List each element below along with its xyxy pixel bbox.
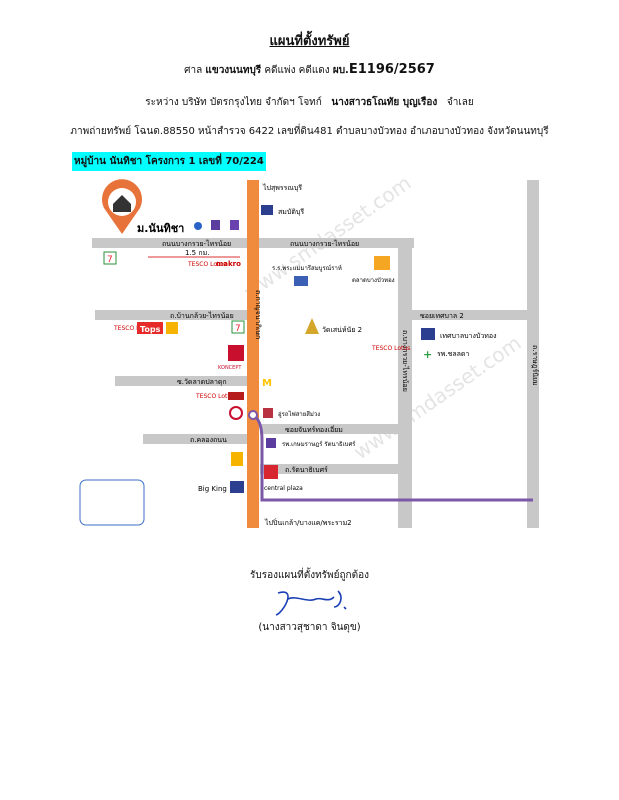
central-icon bbox=[264, 465, 278, 479]
road-soi-thesaban bbox=[412, 310, 530, 320]
konzept-logo: KONCEPT bbox=[218, 365, 242, 371]
poi-office: เทศบาลบางบัวทอง bbox=[440, 332, 497, 340]
signature-image bbox=[275, 590, 347, 616]
station-icon bbox=[248, 410, 258, 420]
distance-label: 1.5 กม. bbox=[185, 249, 209, 257]
poi-hospital: รพ.เกษมราษฎร์ รัตนาธิเบศร์ bbox=[282, 440, 356, 448]
makro-logo: makro bbox=[216, 260, 241, 268]
road-jantong bbox=[260, 424, 410, 434]
label-to-bangyai: ไปปิ่นเกล้า/บางแค/พระราม2 bbox=[264, 518, 352, 527]
mcdonalds-icon: M bbox=[262, 378, 272, 389]
school-icon bbox=[294, 276, 308, 286]
road-kanchanaphisek bbox=[247, 180, 259, 528]
tesco-logo-4: TESCO Lotus bbox=[195, 393, 234, 400]
parties-line: ระหว่าง บริษัท บัตรกรุงไทย จำกัดฯ โจทก์ … bbox=[0, 95, 619, 110]
poi-hospital-mhp: รพ.ชลลดา bbox=[437, 350, 469, 358]
land-number: 481 bbox=[313, 126, 333, 137]
plaintiff-text: ระหว่าง บริษัท บัตรกรุงไทย จำกัดฯ โจทก์ bbox=[145, 97, 322, 108]
hospital-cross-icon: + bbox=[423, 348, 432, 361]
poi-school: ร.ร.พระแม่มารีสมบูรณ์ราห์ bbox=[272, 264, 342, 272]
tops-logo-box bbox=[137, 322, 163, 334]
empty-box bbox=[79, 479, 145, 526]
court-prefix: ศาล bbox=[184, 65, 203, 76]
court-line: ศาล แขวงนนทบุรี คดีแพ่ง คดีแดง ผบ.E1196/… bbox=[0, 62, 619, 78]
seven-eleven-icon-2 bbox=[231, 320, 245, 334]
bank-building-icon bbox=[261, 205, 273, 215]
page-title: แผนที่ตั้งทรัพย์ bbox=[269, 34, 350, 49]
label-jantong: ซอยจันทร์ทองเอี่ยม bbox=[285, 425, 343, 434]
tesco-logo-2: TESCO Lotus bbox=[113, 325, 152, 332]
road-bangkluay bbox=[95, 310, 255, 320]
road-rattanathibet-gray bbox=[260, 464, 410, 474]
poi-bank: สมบัติบุรี bbox=[278, 208, 304, 216]
land-prefix: เลขที่ดิน bbox=[274, 126, 314, 137]
bigc-icon-2 bbox=[231, 452, 243, 466]
depot-icon bbox=[263, 408, 273, 418]
tesco-logo-1: TESCO Lotus bbox=[187, 261, 226, 268]
tops-logo: Tops bbox=[140, 325, 161, 334]
house-icon bbox=[113, 195, 131, 212]
label-to-suphan: ไปสุพรรณบุรี bbox=[262, 183, 302, 192]
bigking-icon bbox=[230, 481, 244, 493]
ptt-icon bbox=[194, 222, 202, 230]
target-label: ม.นันทิชา bbox=[137, 222, 184, 235]
label-bangkruai-vertical: ถ.บางกรวย-ไทรน้อย bbox=[401, 330, 410, 392]
certify-text: รับรองแผนที่ตั้งทรัพย์ถูกต้อง bbox=[250, 570, 369, 581]
seven-eleven-label-2: 7 bbox=[235, 324, 241, 334]
road-talad bbox=[115, 376, 255, 386]
bank-icon bbox=[211, 220, 220, 230]
label-klong: ถ.คลองถนน bbox=[190, 436, 227, 444]
hospital-icon bbox=[266, 438, 276, 448]
temple-icon bbox=[305, 318, 319, 334]
konzept-icon bbox=[228, 345, 244, 361]
poi-central: central plaza bbox=[264, 485, 303, 492]
survey-number: 6422 bbox=[248, 126, 275, 137]
poi-boat: อู่รถไฟสายสีม่วง bbox=[278, 410, 320, 418]
defendant-name: นางสาวธโณทัย บุญเรือง bbox=[331, 97, 438, 108]
case-prefix: ผบ. bbox=[332, 65, 349, 76]
label-soi-thesaban: ซอยเทศบาล 2 bbox=[420, 312, 464, 320]
page-prefix: หน้าสำรวจ bbox=[194, 126, 249, 137]
nissan-icon bbox=[229, 406, 243, 420]
label-bangkluay: ถ.บ้านกล้วย-ไทรน้อย bbox=[170, 311, 234, 320]
label-ratniyom: ถ.ราษฎร์นิยม bbox=[531, 345, 539, 386]
label-talad: ซ.วัดลาดปลาดุก bbox=[177, 378, 227, 386]
poi-temple: วัดเสน่ห์นัย 2 bbox=[322, 326, 362, 334]
location-text: ตำบลบางบัวทอง อำเภอบางบัวทอง จังหวัดนนทบ… bbox=[332, 126, 549, 137]
project-label: หมู่บ้าน นันทิชา โครงการ 1 เลขที่ 70/224 bbox=[72, 152, 266, 171]
case-number: E1196/2567 bbox=[348, 62, 435, 77]
road-ratniyom bbox=[527, 180, 539, 528]
office-icon bbox=[421, 328, 435, 340]
shop-icon bbox=[230, 220, 239, 230]
road-bangkruai-vertical bbox=[398, 238, 412, 528]
tesco-logo-3: TESCO Lotus bbox=[371, 345, 410, 352]
deed-line: ภาพถ่ายทรัพย์ โฉนด.88550 หน้าสำรวจ 6422 … bbox=[0, 124, 619, 139]
poi-bigking: Big King bbox=[198, 485, 227, 493]
label-bangkruai-left: ถนนบางกรวย-ไทรน้อย bbox=[162, 239, 231, 248]
label-rattanathibet: ถ.รัตนาธิเบศร์ bbox=[285, 466, 328, 474]
deed-prefix: ภาพถ่ายทรัพย์ โฉนด. bbox=[70, 126, 164, 137]
defendant-role: จำเลย bbox=[446, 97, 474, 108]
signer-name: (นางสาวสุชาดา จินดุข) bbox=[258, 622, 361, 633]
label-kanchanaphisek: ถ.กาญจนาภิเษก bbox=[254, 290, 262, 339]
bigc-icon bbox=[166, 322, 178, 334]
court-name: แขวงนนทบุรี bbox=[205, 65, 262, 76]
case-type: คดีแพ่ง คดีแดง bbox=[264, 65, 330, 76]
deed-number: 88550 bbox=[163, 126, 195, 137]
poi-market: ตลาดบางบัวทอง bbox=[352, 277, 395, 284]
seven-eleven-icon bbox=[103, 251, 117, 265]
label-bangkruai-right: ถนนบางกรวย-ไทรน้อย bbox=[290, 239, 359, 248]
homepro-icon bbox=[228, 392, 244, 400]
market-icon bbox=[374, 256, 390, 270]
seven-eleven-label: 7 bbox=[107, 255, 113, 265]
road-klong bbox=[143, 434, 255, 444]
